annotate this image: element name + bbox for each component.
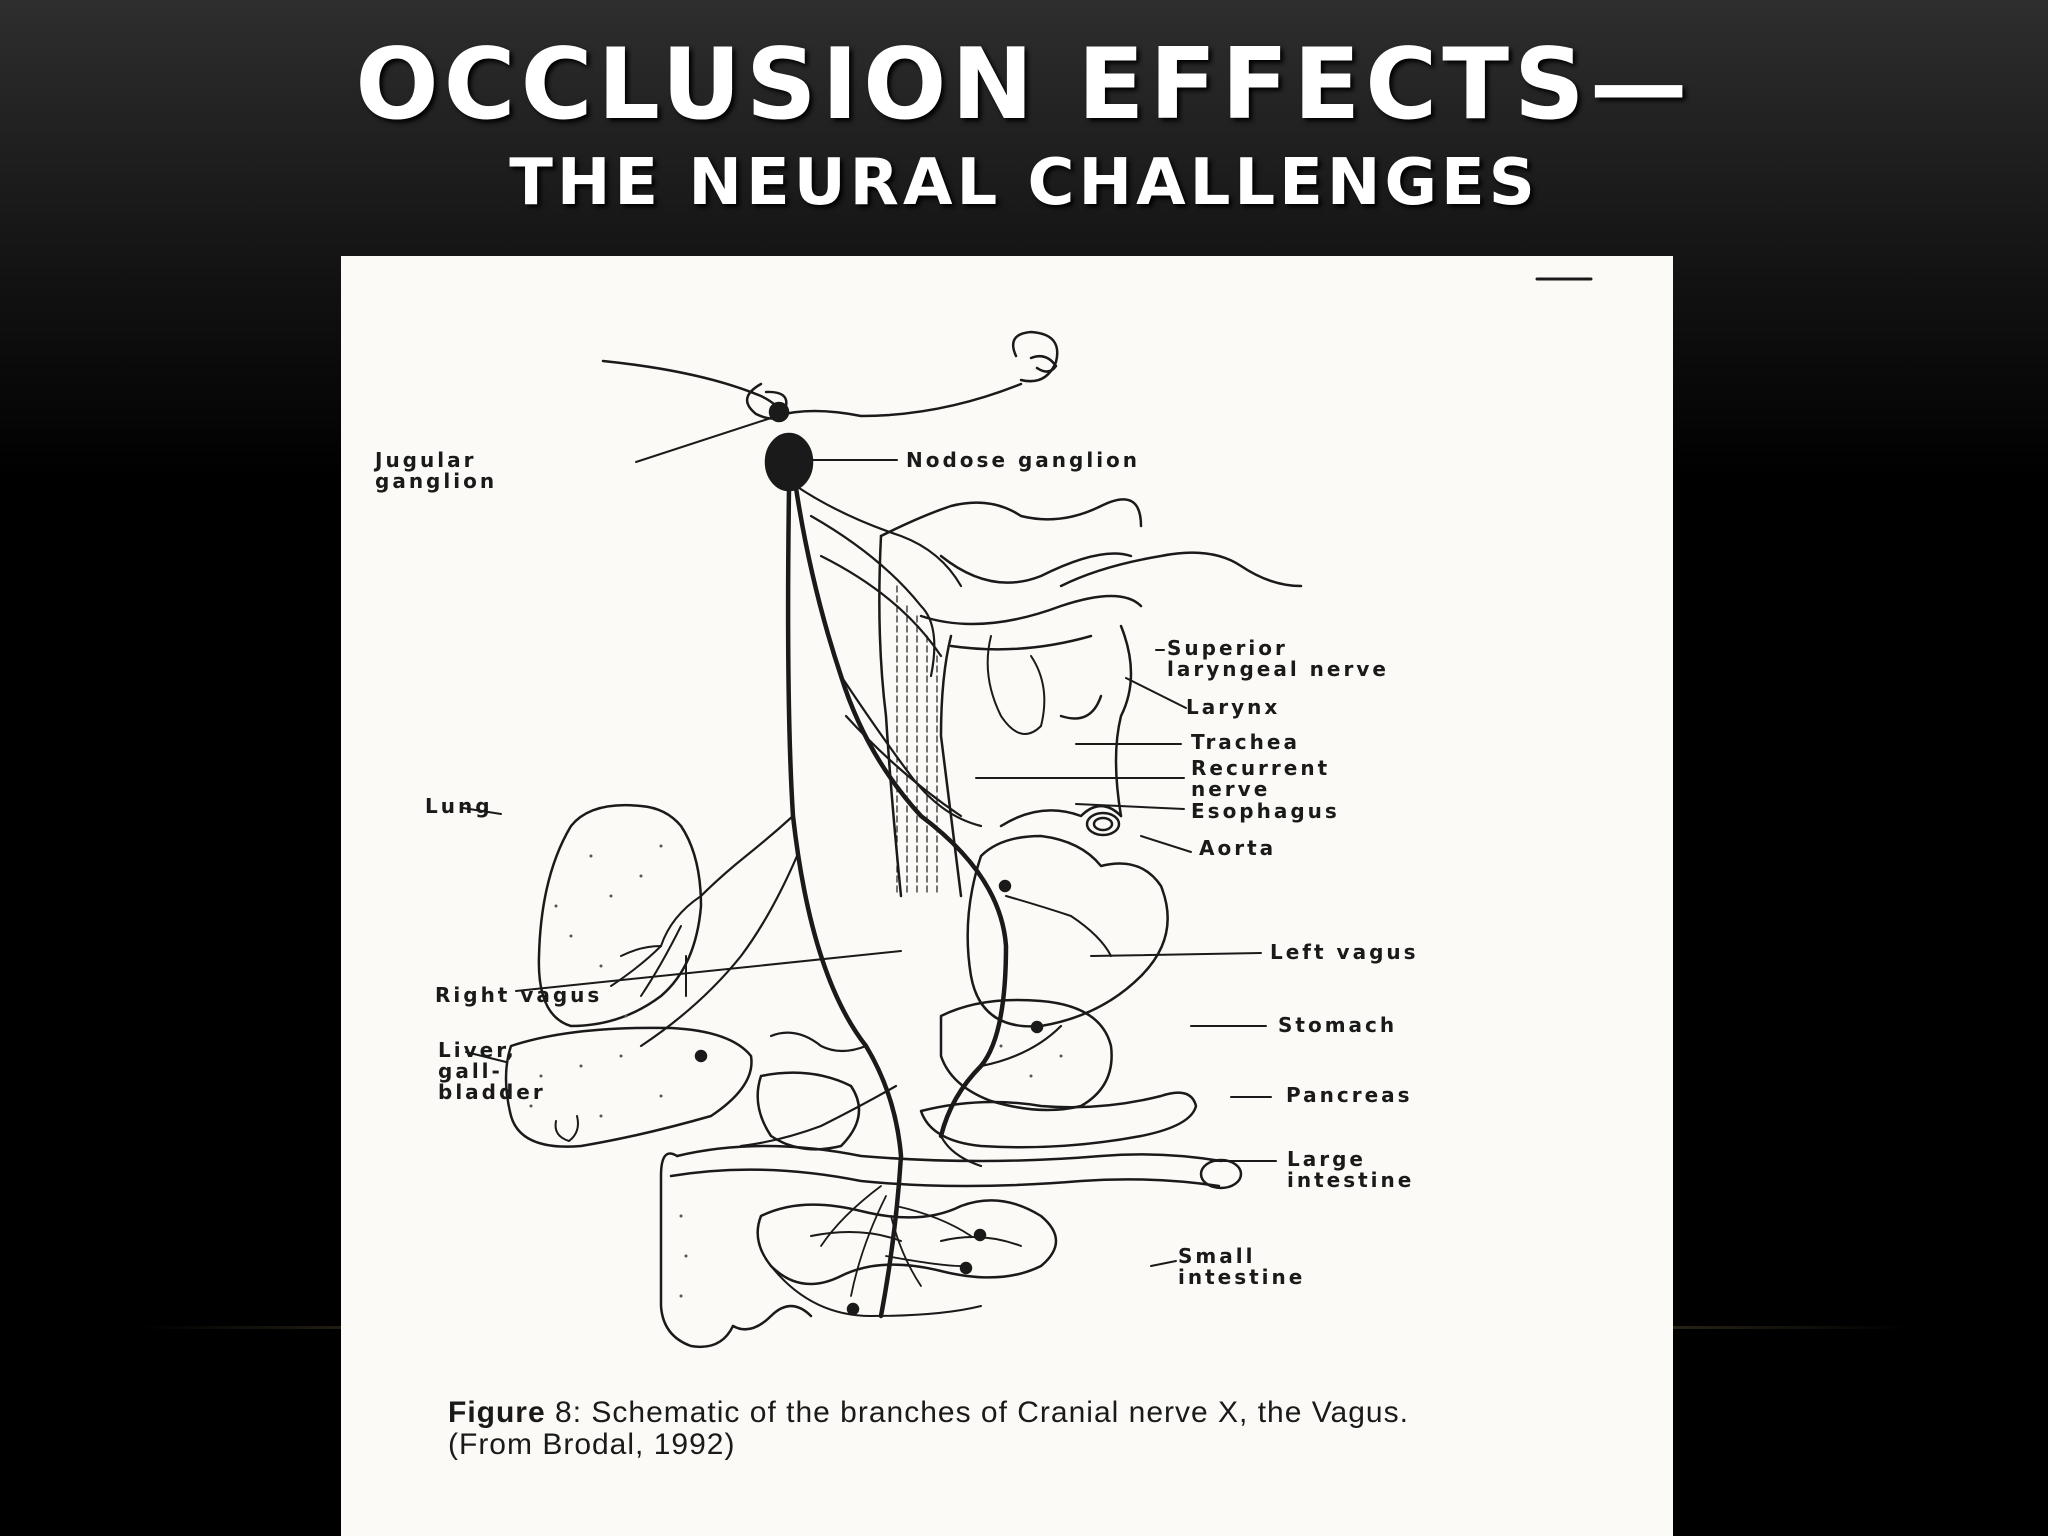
caption-figure-number: 8: [555, 1396, 573, 1429]
small-intestine-shape: [756, 1199, 1058, 1317]
lung-shape: [537, 804, 703, 1028]
label-aorta: Aorta: [1199, 836, 1277, 860]
slide-subtitle: THE NEURAL CHALLENGES: [509, 146, 1539, 220]
larynx-trachea: [878, 498, 1303, 898]
stomach-pancreas: [756, 998, 1198, 1151]
label-recurrent-nerve: Recurrent nerve: [1191, 756, 1331, 801]
nodose-ganglion-shape: [764, 432, 814, 492]
figure-caption: Figure 8: Schematic of the branches of C…: [448, 1397, 1458, 1461]
label-lung: Lung: [425, 794, 493, 818]
heart-aorta: [966, 804, 1169, 1028]
label-trachea: Trachea: [1191, 730, 1300, 754]
vagus-anatomy-drawing: [462, 277, 1593, 1349]
stipple-texture: [529, 844, 1063, 1298]
label-pancreas: Pancreas: [1286, 1083, 1413, 1107]
label-left-vagus: Left vagus: [1270, 940, 1419, 964]
liver-gallbladder-shape: [504, 1026, 753, 1148]
label-larynx: Larynx: [1186, 695, 1281, 719]
vagus-branches: [639, 484, 1063, 1168]
head-nerve-roots: [601, 330, 1059, 420]
label-large-intestine: Large intestine: [1287, 1147, 1415, 1192]
leader-lines: [462, 417, 1277, 1267]
vagus-nerve-figure: Jugular ganglion Nodose ganglion Superio…: [341, 256, 1673, 1536]
label-esophagus: Esophagus: [1191, 799, 1340, 823]
caption-text: : Schematic of the branches of Cranial n…: [448, 1396, 1409, 1461]
large-intestine-shape: [659, 1144, 1243, 1349]
mesenteric-branches: [820, 1185, 972, 1297]
label-nodose-ganglion: Nodose ganglion: [906, 448, 1141, 472]
label-right-vagus: Right vagus: [435, 983, 603, 1007]
label-jugular-ganglion: Jugular ganglion: [375, 448, 498, 493]
jugular-ganglion-shape: [768, 401, 790, 423]
slide-title: OCCLUSION EFFECTS—: [355, 28, 1693, 142]
label-stomach: Stomach: [1278, 1013, 1398, 1037]
label-superior-laryngeal-nerve: Superior laryngeal nerve: [1167, 636, 1389, 681]
caption-figure-word: Figure: [448, 1396, 546, 1429]
label-liver-gallbladder: Liver, gall- bladder: [438, 1038, 546, 1104]
label-small-intestine: Small intestine: [1178, 1244, 1306, 1289]
